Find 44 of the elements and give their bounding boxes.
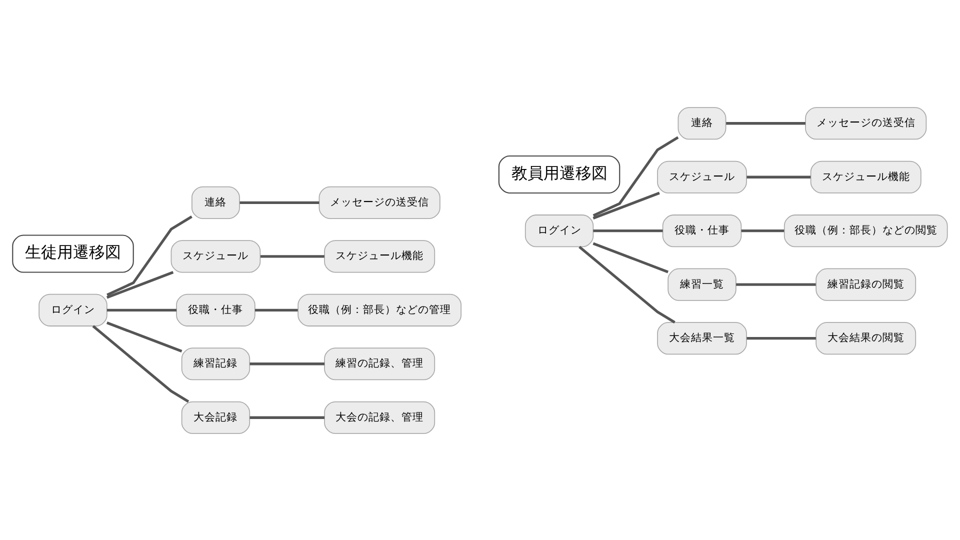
node-box: 練習記録の閲覧: [816, 268, 916, 300]
node-box: 大会記録: [181, 400, 250, 434]
node-box: ログイン: [38, 293, 108, 326]
node-box: 練習記録: [181, 347, 250, 380]
node-box: 連絡: [678, 106, 726, 140]
node-box: 練習一覧: [668, 268, 736, 300]
connector: [746, 175, 811, 178]
connector: [106, 308, 176, 311]
connector: [592, 242, 669, 273]
connector: [92, 324, 190, 402]
node-box: ログイン: [524, 214, 594, 247]
node-box: 役職（例：部長）などの閲覧: [784, 214, 948, 247]
connector: [240, 200, 320, 204]
node-box: スケジュール機能: [324, 240, 436, 272]
connector: [106, 270, 174, 298]
connector: [106, 321, 182, 352]
node-box: 役職・仕事: [176, 293, 256, 326]
node-box: 役職（例：部長）などの管理: [298, 293, 462, 326]
connector: [726, 122, 806, 124]
connector: [250, 362, 324, 365]
connector: [741, 229, 784, 232]
node-box: 役職・仕事: [662, 214, 742, 247]
connector: [746, 336, 816, 340]
node-box: スケジュール: [170, 240, 261, 272]
node-box: メッセージの送受信: [805, 106, 927, 140]
node-box: スケジュール機能: [810, 160, 922, 193]
node-box: 生徒用遷移図: [12, 234, 134, 272]
connector: [592, 136, 679, 216]
node-box: 教員用遷移図: [498, 154, 620, 193]
connector: [106, 215, 192, 296]
connector: [592, 191, 660, 219]
connector: [736, 282, 816, 286]
node-box: 大会結果の閲覧: [816, 322, 916, 354]
node-box: 練習の記録、管理: [324, 347, 436, 380]
node-box: 大会結果一覧: [657, 322, 747, 354]
node-box: メッセージの送受信: [318, 186, 440, 218]
node-box: 連絡: [192, 186, 240, 218]
connector: [578, 245, 676, 323]
node-box: 大会の記録、管理: [324, 400, 436, 434]
connector: [260, 254, 324, 258]
connector: [255, 308, 298, 311]
connector: [250, 416, 324, 418]
connector: [593, 229, 663, 232]
node-box: スケジュール: [657, 160, 747, 193]
